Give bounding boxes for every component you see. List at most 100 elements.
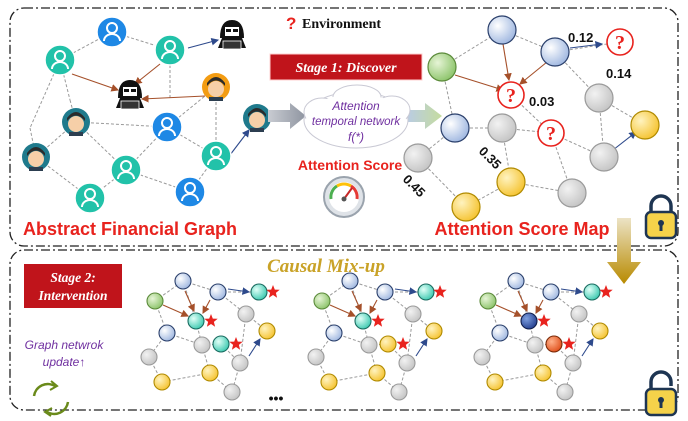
intervention-graph — [473, 272, 613, 401]
graph-node — [237, 305, 255, 323]
graph-node — [570, 305, 588, 323]
lock-icon — [644, 194, 678, 240]
graph-node — [520, 312, 538, 330]
graph-node — [540, 37, 570, 67]
svg-text:?: ? — [506, 85, 516, 107]
star-icon — [229, 337, 243, 350]
down-arrow — [607, 218, 641, 284]
graph-node — [341, 272, 359, 290]
graph-node — [451, 192, 481, 222]
graph-node — [425, 322, 443, 340]
graph-node — [526, 336, 544, 354]
graph-node — [496, 167, 526, 197]
unlock-icon — [644, 370, 678, 417]
question-icon: ? — [286, 14, 296, 33]
graph-node — [360, 336, 378, 354]
graph-node — [584, 83, 614, 113]
star-icon — [562, 337, 576, 350]
person-icon — [202, 73, 230, 101]
graph-node — [250, 283, 268, 301]
graph-node — [507, 272, 525, 290]
svg-text:?: ? — [615, 32, 625, 54]
graph-update-line1: Graph netwrok — [25, 338, 105, 352]
graph-update-line2: update↑ — [43, 355, 86, 369]
graph-node — [404, 305, 422, 323]
person-icon — [44, 44, 76, 76]
graph-node — [158, 324, 176, 342]
financial-graph-arrows — [71, 37, 250, 156]
edge-value-1: 0.12 — [568, 30, 593, 45]
abstract-graph-label: Abstract Financial Graph — [23, 219, 237, 239]
stage2-badge — [24, 264, 122, 308]
star-icon — [599, 285, 613, 298]
refresh-icon — [32, 380, 70, 417]
star-icon — [204, 314, 218, 327]
graph-node — [379, 335, 397, 353]
svg-text:?: ? — [546, 123, 556, 145]
graph-node — [223, 383, 241, 401]
graph-node — [417, 283, 435, 301]
graph-node — [153, 373, 171, 391]
stage2-panel — [9, 249, 679, 411]
graph-node — [564, 354, 582, 372]
star-icon — [371, 314, 385, 327]
edge-value-2: 0.14 — [606, 66, 632, 81]
graph-node — [320, 373, 338, 391]
graph-node — [440, 113, 470, 143]
graph-node — [491, 324, 509, 342]
graph-node — [174, 272, 192, 290]
graph-node — [146, 292, 164, 310]
graph-node — [487, 15, 517, 45]
stage1-panel — [9, 7, 679, 247]
question-icon: ? — [537, 119, 565, 147]
ellipsis: ••• — [269, 390, 284, 406]
question-icon: ? — [606, 28, 634, 56]
graph-node — [556, 383, 574, 401]
forward-arrow — [268, 103, 306, 129]
map-arrow — [405, 103, 442, 129]
person-icon — [62, 108, 90, 136]
graph-node — [354, 312, 372, 330]
graph-node — [545, 335, 563, 353]
person-nodes — [22, 16, 271, 214]
graph-node — [557, 178, 587, 208]
graph-node — [591, 322, 609, 340]
person-icon — [151, 111, 183, 143]
graph-node — [368, 364, 386, 382]
graph-node — [325, 324, 343, 342]
graph-node — [258, 322, 276, 340]
person-icon — [154, 34, 186, 66]
graph-node — [313, 292, 331, 310]
stage2-badge-line1: Stage 2: — [50, 270, 95, 285]
hacker-icon — [116, 80, 144, 110]
edge-value-5: 0.45 — [400, 172, 429, 201]
graph-node — [583, 283, 601, 301]
graph-node — [140, 348, 158, 366]
graph-node — [473, 348, 491, 366]
graph-node — [209, 283, 227, 301]
graph-node — [487, 113, 517, 143]
environment-label: Environment — [302, 17, 381, 32]
person-icon — [243, 104, 271, 132]
intervention-graphs — [140, 272, 613, 401]
intervention-graph — [140, 272, 280, 401]
score-map-nodes: ??? — [403, 15, 660, 222]
hacker-icon — [218, 20, 246, 50]
person-icon — [174, 176, 206, 208]
graph-node — [307, 348, 325, 366]
person-icon — [22, 143, 50, 171]
graph-node — [212, 335, 230, 353]
graph-node — [193, 336, 211, 354]
graph-node — [534, 364, 552, 382]
stage2-badge-line2: Intervention — [37, 288, 107, 303]
graph-node — [376, 283, 394, 301]
causal-mixup-title: Causal Mix-up — [267, 256, 385, 277]
graph-node — [486, 373, 504, 391]
graph-node — [187, 312, 205, 330]
graph-node — [403, 143, 433, 173]
graph-node — [231, 354, 249, 372]
cloud-line3: f(*) — [348, 130, 364, 144]
graph-node — [542, 283, 560, 301]
score-map-label: Attention Score Map — [434, 219, 609, 239]
gauge-icon — [323, 176, 365, 218]
